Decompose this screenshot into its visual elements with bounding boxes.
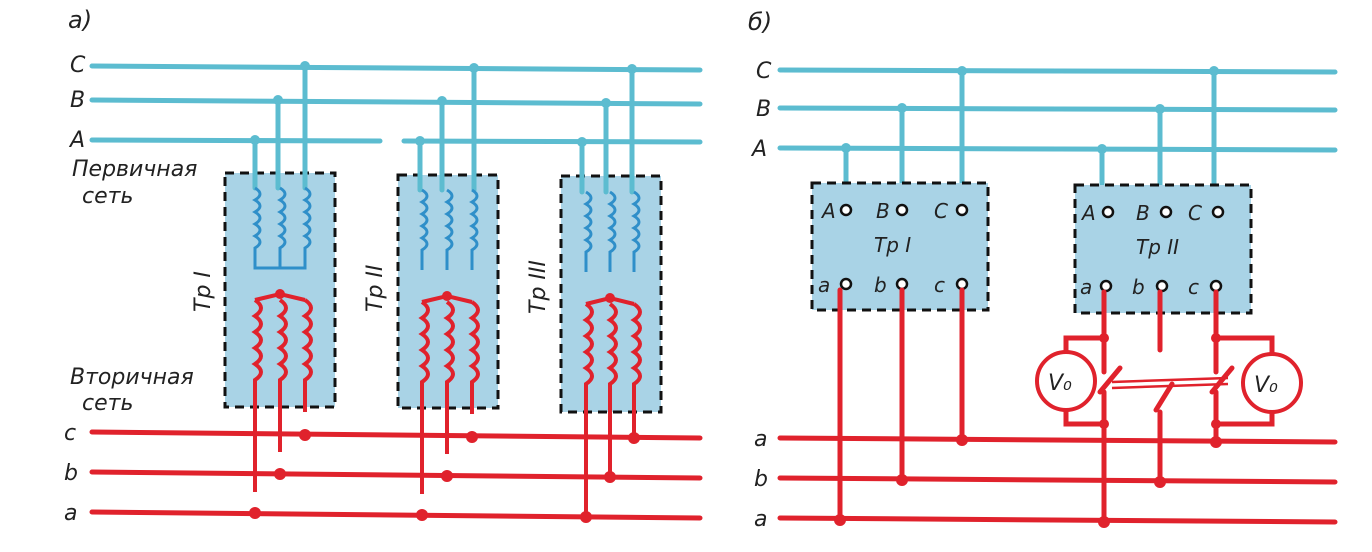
bus-a-C-label: C — [70, 53, 86, 78]
bus-b-A — [777, 145, 1338, 153]
voltmeter-left — [1035, 350, 1097, 412]
transformer-a-2-label: Тр II — [363, 265, 388, 312]
bus-b-a1-label: a — [754, 427, 767, 452]
bus-a-B-label: B — [70, 88, 85, 113]
voltmeter-left-label: V₀ — [1048, 371, 1072, 396]
transformer-a-2: Тр II — [363, 63, 500, 521]
transformer-b-2: A B C Тр II a b c — [1035, 66, 1303, 528]
bus-b-a2-label: a — [754, 507, 767, 532]
transformer-a-1-label: Тр I — [191, 271, 216, 312]
bus-b-b — [777, 475, 1338, 485]
tb1-term-A: A — [820, 199, 836, 223]
bus-a-C — [89, 63, 703, 73]
bus-a-b-label: b — [64, 461, 78, 486]
tb1-term-B: B — [876, 199, 890, 223]
voltmeter-right-label: V₀ — [1254, 373, 1278, 398]
tb2-term-B: B — [1136, 201, 1150, 225]
voltmeter-right — [1241, 352, 1303, 414]
transformer-a-1: Тр I — [191, 61, 337, 519]
tb2-term-A: A — [1080, 201, 1096, 225]
tb2-term-b: b — [1132, 275, 1145, 299]
bus-b-B — [777, 105, 1338, 113]
tb1-term-a: a — [818, 273, 830, 297]
transformer-b-1: A B C Тр I a b c — [810, 66, 990, 526]
bus-a-A-seg2 — [401, 138, 703, 145]
primary-caption-1: Первичная — [72, 157, 197, 182]
transformer-b-2-label: Тр II — [1136, 235, 1179, 259]
tb2-term-C: C — [1188, 201, 1202, 225]
bus-b-A-label: A — [750, 137, 767, 162]
bus-b-C-label: C — [756, 59, 772, 84]
bus-a-a — [89, 509, 703, 521]
bus-b-C — [777, 67, 1338, 75]
tb2-term-a: a — [1080, 275, 1092, 299]
bus-a-A-label: A — [68, 128, 85, 153]
transformer-a-3-label: Тр III — [526, 260, 551, 314]
secondary-caption-1: Вторичная — [70, 365, 194, 390]
secondary-caption-2: сеть — [82, 391, 133, 416]
bus-b-B-label: B — [756, 97, 771, 122]
tb1-term-b: b — [874, 273, 887, 297]
bus-b-a2 — [777, 515, 1338, 525]
primary-caption-2: сеть — [82, 184, 133, 209]
bus-a-c-label: c — [64, 421, 76, 446]
bus-a-a-label: a — [64, 501, 77, 526]
transformer-a-3: Тр III — [526, 64, 663, 523]
diagram-b: б) C B A a b a A B C Тр I a b c — [748, 8, 1338, 532]
diagram-a: а) C B A Первичная сеть c b a Вторичная … — [64, 6, 703, 526]
diagram-a-label: а) — [68, 6, 92, 34]
bus-a-A-seg1 — [89, 137, 383, 144]
bus-b-a1 — [777, 435, 1338, 445]
bus-a-c — [89, 429, 703, 441]
bus-a-b — [89, 469, 703, 481]
tb1-term-C: C — [934, 199, 948, 223]
bus-b-b-label: b — [754, 467, 768, 492]
tb2-term-c: c — [1188, 275, 1199, 299]
tb1-term-c: c — [934, 273, 945, 297]
diagram-b-label: б) — [748, 8, 772, 36]
bus-a-B — [89, 97, 703, 107]
transformer-b-1-label: Тр I — [874, 233, 911, 257]
